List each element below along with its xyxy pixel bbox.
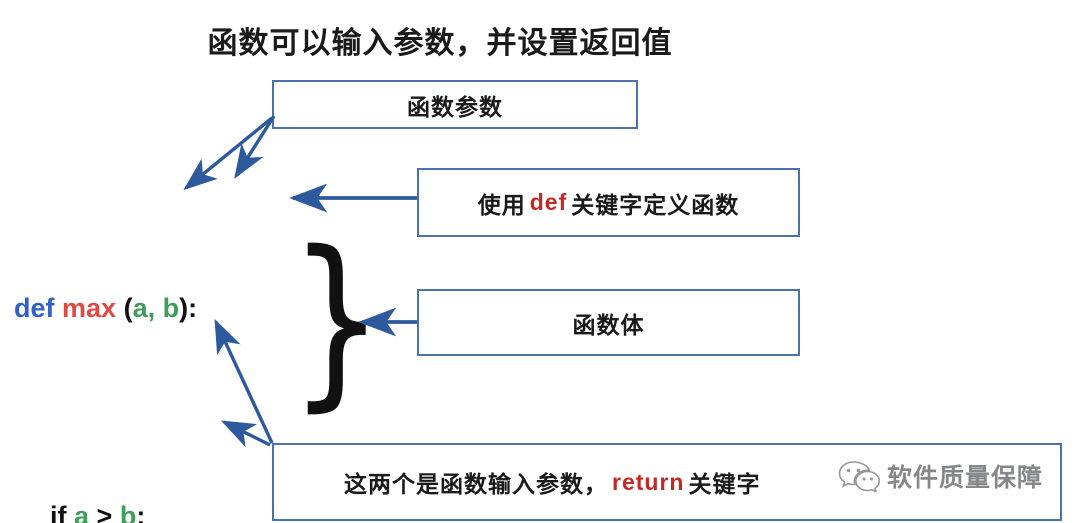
code-paren-open: ( bbox=[116, 293, 133, 323]
code-if-a: a bbox=[74, 501, 90, 523]
function-body-brace: } bbox=[289, 213, 385, 429]
callout-def-keyword-pre: 使用 bbox=[477, 191, 526, 218]
callout-bottom-pre: 这两个是函数输入参数， bbox=[344, 471, 608, 497]
arrow-bottombox-to-return-b bbox=[220, 420, 271, 448]
callout-bottom-keyword-return: return bbox=[612, 468, 685, 495]
code-arg-b: b bbox=[162, 293, 180, 323]
code-paren-close: ): bbox=[179, 293, 198, 323]
code-function-name: max bbox=[62, 293, 117, 323]
wechat-icon bbox=[838, 461, 880, 492]
watermark-text: 软件质量保障 bbox=[887, 464, 1044, 492]
code-space bbox=[55, 293, 63, 323]
code-operator-gt: > bbox=[89, 501, 120, 523]
code-colon: : bbox=[136, 501, 146, 523]
arrow-bottombox-to-return-a bbox=[214, 318, 274, 444]
callout-function-parameters-label: 函数参数 bbox=[407, 93, 503, 120]
code-keyword-def: def bbox=[14, 293, 55, 323]
code-block: def max (a, b): if a > b: return a else:… bbox=[14, 178, 197, 523]
code-keyword-if: if bbox=[50, 501, 74, 523]
code-arg-a: a bbox=[132, 293, 148, 323]
callout-parameters-and-return: 这两个是函数输入参数，return 关键字 bbox=[272, 443, 1062, 521]
watermark: 软件质量保障 bbox=[838, 458, 1043, 494]
arrow-params-to-b bbox=[234, 115, 276, 179]
code-line-def: def max (a, b): bbox=[14, 282, 197, 334]
callout-def-keyword: 使用 def 关键字定义函数 bbox=[417, 168, 800, 237]
callout-function-body-label: 函数体 bbox=[572, 311, 645, 338]
callout-def-keyword-post: 关键字定义函数 bbox=[571, 191, 740, 218]
callout-def-keyword-highlight: def bbox=[529, 189, 568, 215]
arrow-params-to-a bbox=[183, 116, 274, 191]
code-line-if: if a > b: bbox=[14, 490, 197, 523]
code-if-b: b bbox=[119, 501, 137, 523]
code-comma: , bbox=[147, 293, 163, 323]
page-title: 函数可以输入参数，并设置返回值 bbox=[207, 27, 673, 60]
callout-bottom-post: 关键字 bbox=[688, 471, 761, 497]
callout-function-body: 函数体 bbox=[417, 289, 800, 356]
callout-function-parameters: 函数参数 bbox=[272, 80, 638, 129]
